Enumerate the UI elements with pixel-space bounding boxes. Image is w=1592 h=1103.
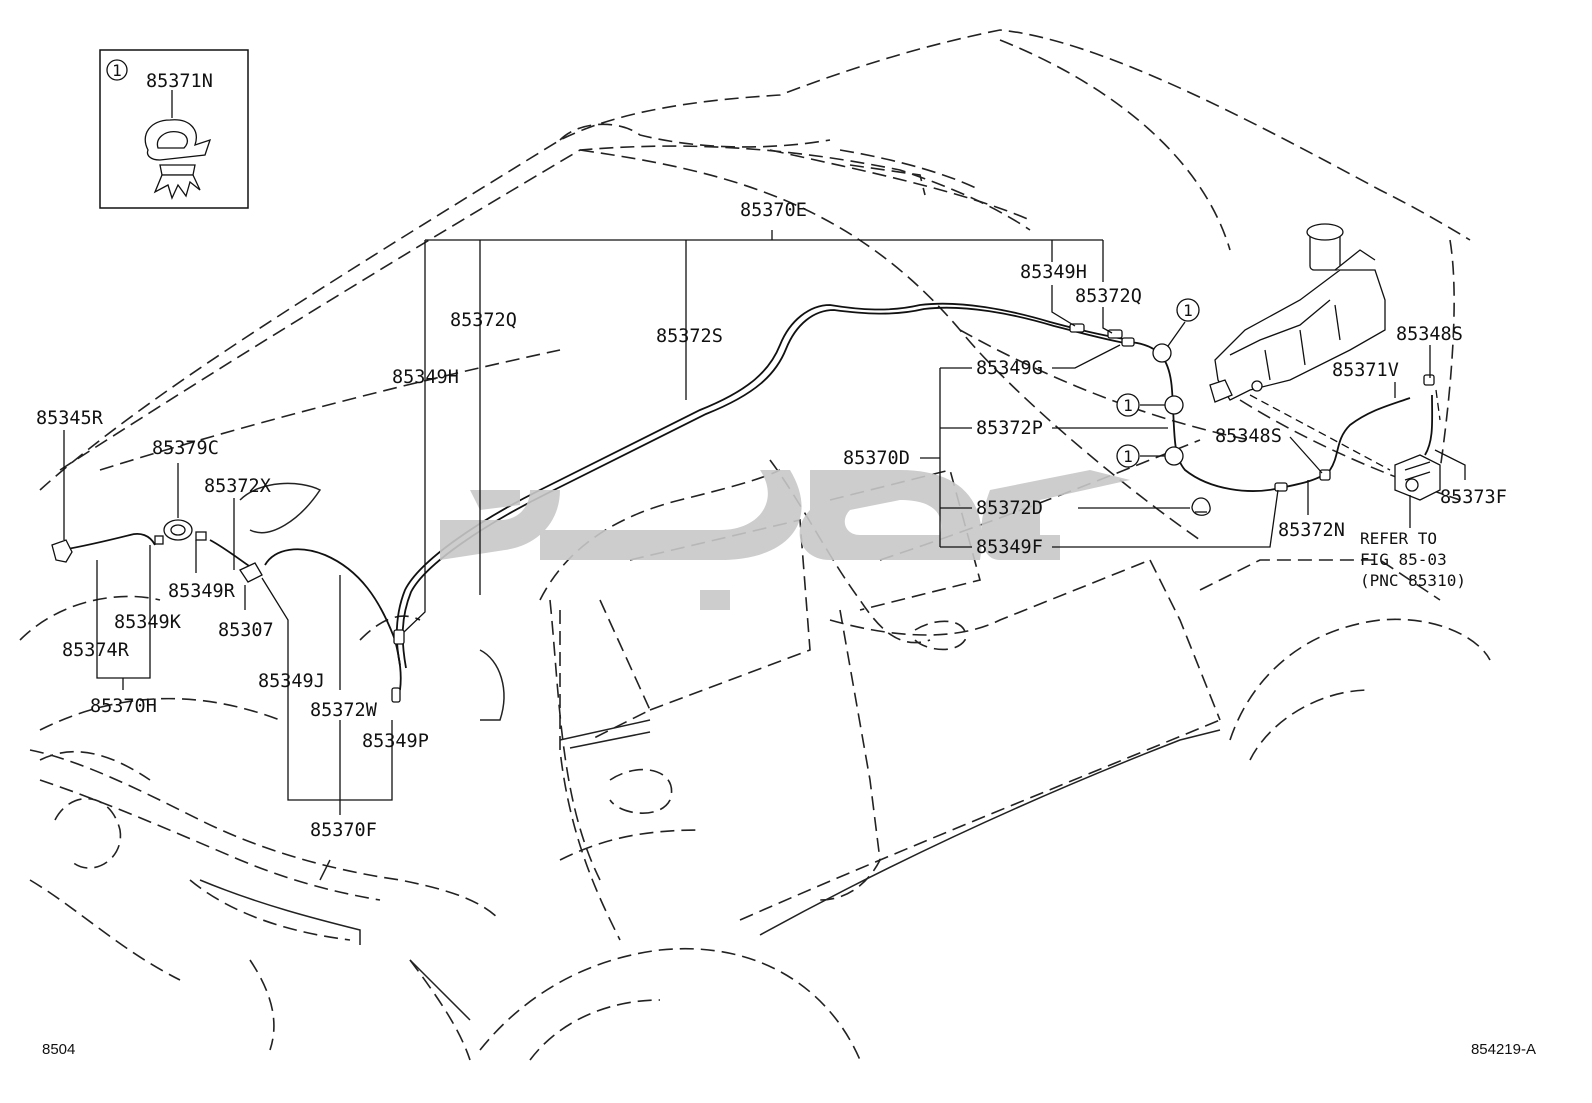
label-85372N: 85372N [1278, 520, 1345, 541]
washer-pump [1394, 454, 1441, 501]
washer-tank [1209, 223, 1386, 403]
label-85349R: 85349R [168, 581, 236, 602]
label-85374R: 85374R [62, 640, 130, 661]
label-85349P: 85349P [362, 731, 429, 752]
label-85349G: 85349G [976, 358, 1043, 379]
ref-marker-2: 1 [1123, 396, 1133, 415]
label-85371V: 85371V [1332, 360, 1399, 381]
connectors [51, 323, 1435, 703]
label-85370D: 85370D [843, 448, 910, 469]
part-labels: 85370E 85349H 85372Q 85372S 85349H 85372… [36, 200, 1507, 841]
label-85349H-right: 85349H [1020, 262, 1087, 283]
label-85307: 85307 [218, 620, 274, 641]
label-85373F: 85373F [1440, 487, 1507, 508]
label-85372D: 85372D [976, 498, 1043, 519]
label-85372S: 85372S [656, 326, 723, 347]
label-85345R: 85345R [36, 408, 104, 429]
label-85349H-left: 85349H [392, 367, 459, 388]
page-code: 8504 [42, 1041, 75, 1058]
label-85372Q-right: 85372Q [1075, 286, 1142, 307]
reference-note-line-1: REFER TO [1360, 529, 1437, 548]
diagram-id: 854219-A [1471, 1041, 1536, 1058]
label-85349K: 85349K [114, 612, 182, 633]
reference-note-line-2: FIG 85-03 [1360, 550, 1447, 569]
label-85372Q-left: 85372Q [450, 310, 517, 331]
label-85348S-top: 85348S [1396, 324, 1463, 345]
label-85372W: 85372W [310, 700, 378, 721]
hose-callout-circles [1140, 321, 1186, 466]
label-85370H: 85370H [90, 696, 157, 717]
reference-note-line-3: (PNC 85310) [1360, 571, 1466, 590]
ref-marker-1: 1 [1183, 301, 1193, 320]
ref-marker-3: 1 [1123, 447, 1133, 466]
inset-ref-number: 1 [112, 61, 122, 80]
label-85370F: 85370F [310, 820, 377, 841]
leader-lines [63, 230, 1466, 815]
label-85371N: 85371N [146, 71, 213, 92]
clip-icon [144, 119, 212, 200]
ref-markers: 1 1 1 [1116, 298, 1200, 468]
label-85379C: 85379C [152, 438, 219, 459]
vehicle-outline [19, 29, 1491, 1061]
label-85370E: 85370E [740, 200, 807, 221]
label-85349J: 85349J [258, 671, 325, 692]
label-85348S-mid: 85348S [1215, 426, 1282, 447]
reference-note: REFER TO FIG 85-03 (PNC 85310) [1360, 529, 1466, 590]
inset-detail-box: 1 85371N [99, 49, 249, 209]
label-85349F: 85349F [976, 537, 1043, 558]
watermark-logo [440, 470, 1130, 610]
label-85372P: 85372P [976, 418, 1043, 439]
label-85372X: 85372X [204, 476, 271, 497]
